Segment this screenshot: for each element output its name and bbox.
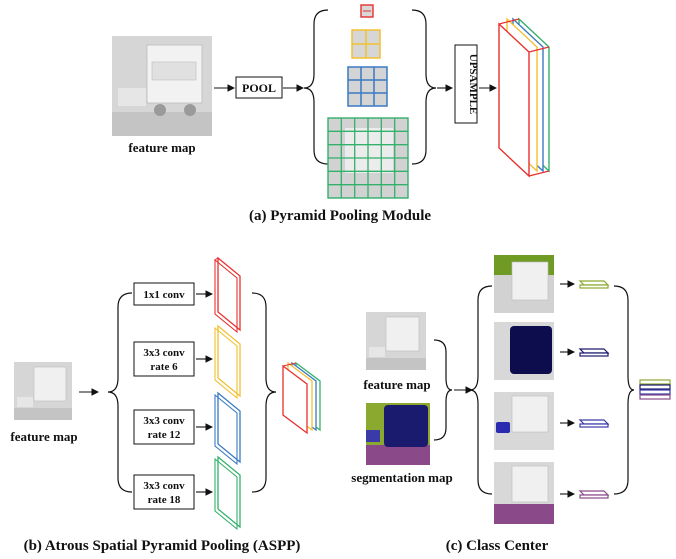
pooled-grid-6x6	[327, 117, 409, 199]
caption-a: (a) Pyramid Pooling Module	[249, 208, 431, 224]
upsampled-stack-a	[498, 17, 550, 178]
branch-3-line1: 3x3 conv	[143, 415, 185, 427]
brace-a-left	[303, 9, 329, 165]
feature-map-image-c	[366, 312, 426, 370]
feature-map-label-b: feature map	[10, 429, 77, 444]
branch-1-line1: 1x1 conv	[143, 289, 185, 301]
branch-1-box	[133, 282, 195, 306]
panel-b: feature map 1x1 conv 3x3 conv rate 6 3x3…	[10, 256, 321, 554]
branch-2-box	[133, 341, 195, 377]
branch-2-line2: rate 6	[150, 361, 178, 373]
feature-map-label-c: feature map	[363, 377, 430, 392]
branch-rate-6: 3x3 conv rate 6	[133, 324, 241, 400]
branch-3-line2: rate 12	[148, 429, 181, 441]
pool-box	[235, 76, 283, 99]
brace-a-right	[411, 9, 437, 165]
pooled-grid-3x3	[347, 66, 388, 107]
branch-4-box	[133, 474, 195, 510]
panel-c: feature map segmentation map	[351, 255, 671, 554]
caption-c: (c) Class Center	[446, 538, 549, 554]
branch-rate-12: 3x3 conv rate 12	[133, 391, 241, 466]
feature-map-image-a	[112, 36, 212, 136]
brace-b-right	[251, 292, 277, 493]
branch-4-line1: 3x3 conv	[143, 480, 185, 492]
masked-map-road	[494, 462, 610, 524]
aspp-output-stack	[282, 361, 321, 435]
branch-4-line2: rate 18	[148, 494, 181, 506]
segmentation-map-label: segmentation map	[351, 470, 452, 485]
pooled-grid-2x2	[351, 29, 381, 59]
segmentation-map-image	[366, 403, 430, 465]
upsample-label: UPSAMPLE	[467, 54, 479, 115]
brace-c-inputs	[433, 339, 453, 441]
caption-b: (b) Atrous Spatial Pyramid Pooling (ASPP…	[24, 538, 301, 554]
upsample-box	[454, 44, 478, 124]
branch-1x1: 1x1 conv	[133, 256, 241, 334]
pooled-grid-1x1	[360, 4, 374, 18]
branch-2-line1: 3x3 conv	[143, 347, 185, 359]
branch-3-box	[133, 409, 195, 445]
brace-c-left	[469, 285, 493, 495]
masked-map-background	[494, 255, 610, 313]
brace-b-left	[107, 292, 133, 493]
feature-map-label-a: feature map	[128, 140, 195, 155]
brace-c-right	[613, 285, 635, 495]
class-center-stack	[639, 379, 671, 400]
masked-map-car	[494, 392, 610, 450]
masked-map-truck	[494, 322, 610, 380]
feature-map-image-b	[14, 362, 72, 420]
pool-label: POOL	[242, 81, 276, 95]
branch-rate-18: 3x3 conv rate 18	[133, 455, 241, 531]
panel-a: feature map POOL	[112, 4, 550, 224]
